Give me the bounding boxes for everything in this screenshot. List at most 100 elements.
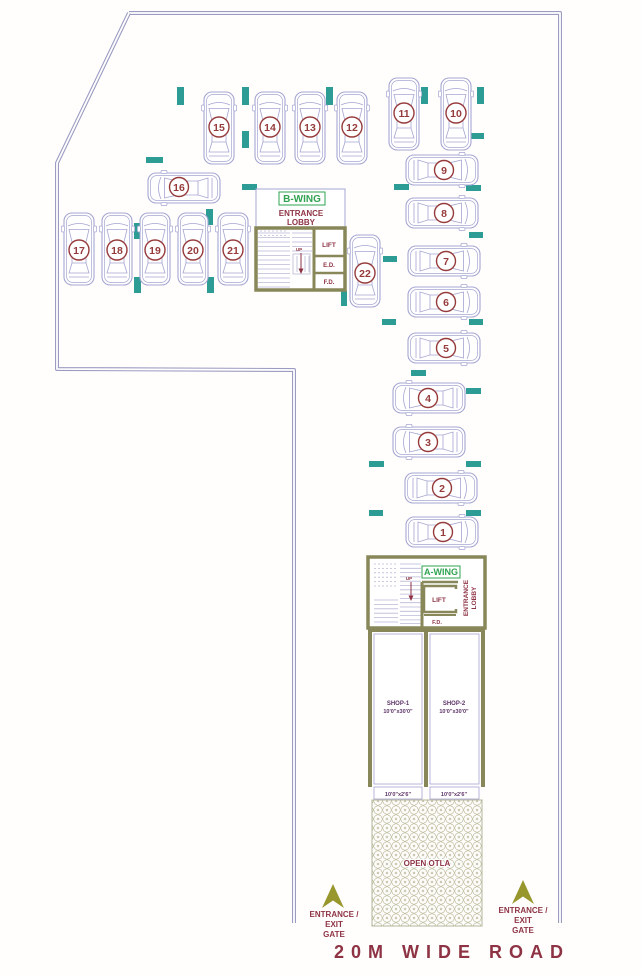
spot-number: 7 xyxy=(443,256,449,268)
gate-right-arrow-icon xyxy=(512,880,534,904)
spot-number: 19 xyxy=(149,245,161,257)
spot-number: 12 xyxy=(346,122,358,134)
pillar xyxy=(469,319,483,325)
pillar xyxy=(469,232,483,238)
pillar xyxy=(369,461,384,467)
svg-text:ENTRANCE: ENTRANCE xyxy=(463,579,470,616)
parking-spot-5: 5 xyxy=(435,337,457,359)
b-wing-lift-label: LIFT xyxy=(322,242,336,249)
b-wing-fd-label: F.D. xyxy=(324,280,335,286)
gate-right-line3: GATE xyxy=(512,926,534,935)
pillar xyxy=(242,131,249,148)
spot-number: 22 xyxy=(359,268,371,280)
gate-left: ENTRANCE / EXIT GATE xyxy=(310,884,360,939)
parking-spot-7: 7 xyxy=(435,250,457,272)
svg-text:LOBBY: LOBBY xyxy=(471,586,478,609)
spot-number: 4 xyxy=(425,393,431,405)
pillar xyxy=(411,370,426,376)
b-wing-up-arrow-icon xyxy=(298,253,304,274)
cars xyxy=(60,77,481,551)
gate-left-arrow-icon xyxy=(322,884,344,908)
road-label: 20M WIDE ROAD xyxy=(334,942,570,962)
parking-spot-12: 12 xyxy=(341,116,363,138)
spot-number: 13 xyxy=(304,122,316,134)
shop-1-size: 10'0"x30'0" xyxy=(383,709,413,715)
parking-spot-11: 11 xyxy=(393,102,415,124)
pillar xyxy=(382,319,396,325)
pillar xyxy=(477,87,484,104)
parking-spot-13: 13 xyxy=(299,116,321,138)
a-wing-up-label: UP xyxy=(406,576,412,581)
parking-spot-19: 19 xyxy=(144,239,166,261)
pillar xyxy=(146,157,163,163)
pillar xyxy=(242,87,249,105)
spot-number: 3 xyxy=(425,437,431,449)
shop-1-name: SHOP-1 xyxy=(387,701,410,707)
parking-spot-20: 20 xyxy=(182,239,204,261)
parking-spot-3: 3 xyxy=(417,431,439,453)
spot-number: 15 xyxy=(213,122,225,134)
gate-left-line3: GATE xyxy=(323,930,345,939)
open-otla-label: OPEN OTLA xyxy=(404,859,451,868)
pillar xyxy=(466,388,481,394)
b-wing-up-label: UP xyxy=(296,247,302,252)
shop-2-name: SHOP-2 xyxy=(443,701,466,707)
pillar xyxy=(369,510,383,516)
parking-spot-17: 17 xyxy=(68,239,90,261)
parking-spot-8: 8 xyxy=(433,202,455,224)
parking-spot-4: 4 xyxy=(417,387,439,409)
spot-number: 21 xyxy=(227,245,239,257)
spot-number: 1 xyxy=(440,527,446,539)
pillar xyxy=(326,87,333,105)
parking-spot-15: 15 xyxy=(208,116,230,138)
pillar xyxy=(206,209,213,225)
pillar xyxy=(466,510,481,516)
parking-spot-6: 6 xyxy=(435,291,457,313)
open-otla: OPEN OTLA xyxy=(371,799,483,927)
spot-number: 8 xyxy=(441,208,447,220)
gate-right-line2: EXIT xyxy=(514,916,532,925)
a-wing-fd-label: F.D. xyxy=(432,620,442,626)
gate-left-line2: EXIT xyxy=(325,920,343,929)
spot-number: 11 xyxy=(398,108,409,120)
gate-right: ENTRANCE / EXIT GATE xyxy=(499,880,549,935)
parking-spot-10: 10 xyxy=(445,102,467,124)
shop-2-area xyxy=(429,633,480,785)
shop-2-front-size: 10'0"x2'6" xyxy=(441,792,468,798)
spot-number: 14 xyxy=(264,122,276,134)
parking-spot-14: 14 xyxy=(259,116,281,138)
gate-right-line1: ENTRANCE / xyxy=(499,906,549,915)
spot-number: 20 xyxy=(187,245,199,257)
pillar xyxy=(177,87,184,105)
plot-boundary xyxy=(55,11,562,923)
pillar xyxy=(383,256,397,262)
b-wing-entrance-label: ENTRANCE xyxy=(279,209,324,218)
a-wing-lift-label: LIFT xyxy=(432,597,446,604)
pillar xyxy=(207,277,214,293)
b-wing-title: B-WING xyxy=(283,194,321,205)
shop-1-front-strip xyxy=(373,786,423,800)
a-wing-lobby-walls xyxy=(366,555,487,630)
pillar xyxy=(467,133,484,139)
spot-number: 5 xyxy=(443,343,449,355)
parking-spot-22: 22 xyxy=(354,262,376,284)
a-wing-block: A-WING UP LIFT F.D. ENTRANCE LOBBY xyxy=(366,555,487,630)
spot-number: 9 xyxy=(441,165,447,177)
pillar xyxy=(466,461,481,467)
parking-spot-18: 18 xyxy=(106,239,128,261)
parking-spot-21: 21 xyxy=(222,239,244,261)
parking-spot-1: 1 xyxy=(432,521,454,543)
pillar xyxy=(134,277,141,293)
a-wing-title: A-WING xyxy=(424,567,458,577)
gate-left-line1: ENTRANCE / xyxy=(310,910,360,919)
spot-number: 16 xyxy=(173,182,185,194)
spot-number: 17 xyxy=(73,245,85,257)
spot-number: 18 xyxy=(111,245,123,257)
parking-spot-9: 9 xyxy=(433,159,455,181)
b-wing-lobby-label: LOBBY xyxy=(287,218,316,227)
spot-number: 10 xyxy=(450,108,462,120)
pillar xyxy=(394,184,409,190)
pillar xyxy=(466,185,481,191)
